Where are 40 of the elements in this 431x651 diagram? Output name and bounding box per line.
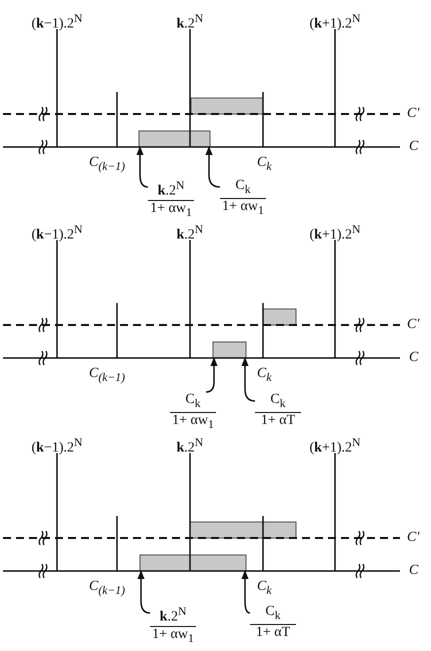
line-label: C' [407, 530, 420, 546]
interval-bar [138, 130, 210, 148]
tick-label: C$_{(k−1)}$ [89, 366, 125, 386]
axis-value-label: (k−1).2$^{N}$ [32, 11, 82, 33]
fraction-denominator: 1+ αw$_{1}$ [150, 626, 196, 646]
fraction-numerator: C$_{k}$ [184, 392, 202, 412]
leader-arrow [241, 570, 250, 614]
axis-value-label: k.2$^{N}$ [176, 435, 204, 457]
axis-value-label: (k−1).2$^{N}$ [32, 222, 82, 244]
fraction-denominator: 1+ αT [255, 412, 301, 429]
interval-bar [212, 342, 246, 358]
fraction-denominator: 1+ αT [250, 624, 296, 641]
fraction-numerator: C$_{k}$ [264, 604, 282, 624]
fraction-numerator: C$_{k}$ [269, 392, 287, 412]
interval-bar [140, 554, 246, 572]
line-label: C [409, 563, 418, 579]
tick-label: C$_{k}$ [257, 155, 272, 175]
axis-value-label: (k+1).2$^{N}$ [310, 435, 360, 457]
line-label: C [409, 350, 418, 366]
fraction-numerator: k.2$^{N}$ [156, 178, 186, 200]
fraction-numerator: C$_{k}$ [234, 178, 252, 198]
tick-label: C$_{k}$ [257, 579, 272, 599]
tick-label: C$_{(k−1)}$ [89, 155, 125, 175]
line-label: C' [407, 317, 420, 333]
axis-value-label: k.2$^{N}$ [176, 11, 204, 33]
tick-label: C$_{k}$ [257, 366, 272, 386]
interval-bar [190, 98, 264, 114]
tick-label: C$_{(k−1)}$ [89, 579, 125, 599]
axis-value-label: (k+1).2$^{N}$ [310, 222, 360, 244]
fraction-denominator: 1+ αw$_{1}$ [220, 198, 266, 219]
fraction-denominator: 1+ αw$_{1}$ [170, 412, 216, 433]
axis-value-label: (k−1).2$^{N}$ [32, 435, 82, 457]
fraction-denominator: 1+ αw$_{1}$ [148, 200, 194, 220]
line-label: C [409, 139, 418, 155]
axis-value-label: (k+1).2$^{N}$ [310, 11, 360, 33]
fraction-numerator: k.2$^{N}$ [158, 604, 188, 626]
interval-bar [262, 308, 296, 326]
axis-value-label: k.2$^{N}$ [176, 222, 204, 244]
line-label: C' [407, 106, 420, 122]
interval-bar [190, 522, 296, 538]
